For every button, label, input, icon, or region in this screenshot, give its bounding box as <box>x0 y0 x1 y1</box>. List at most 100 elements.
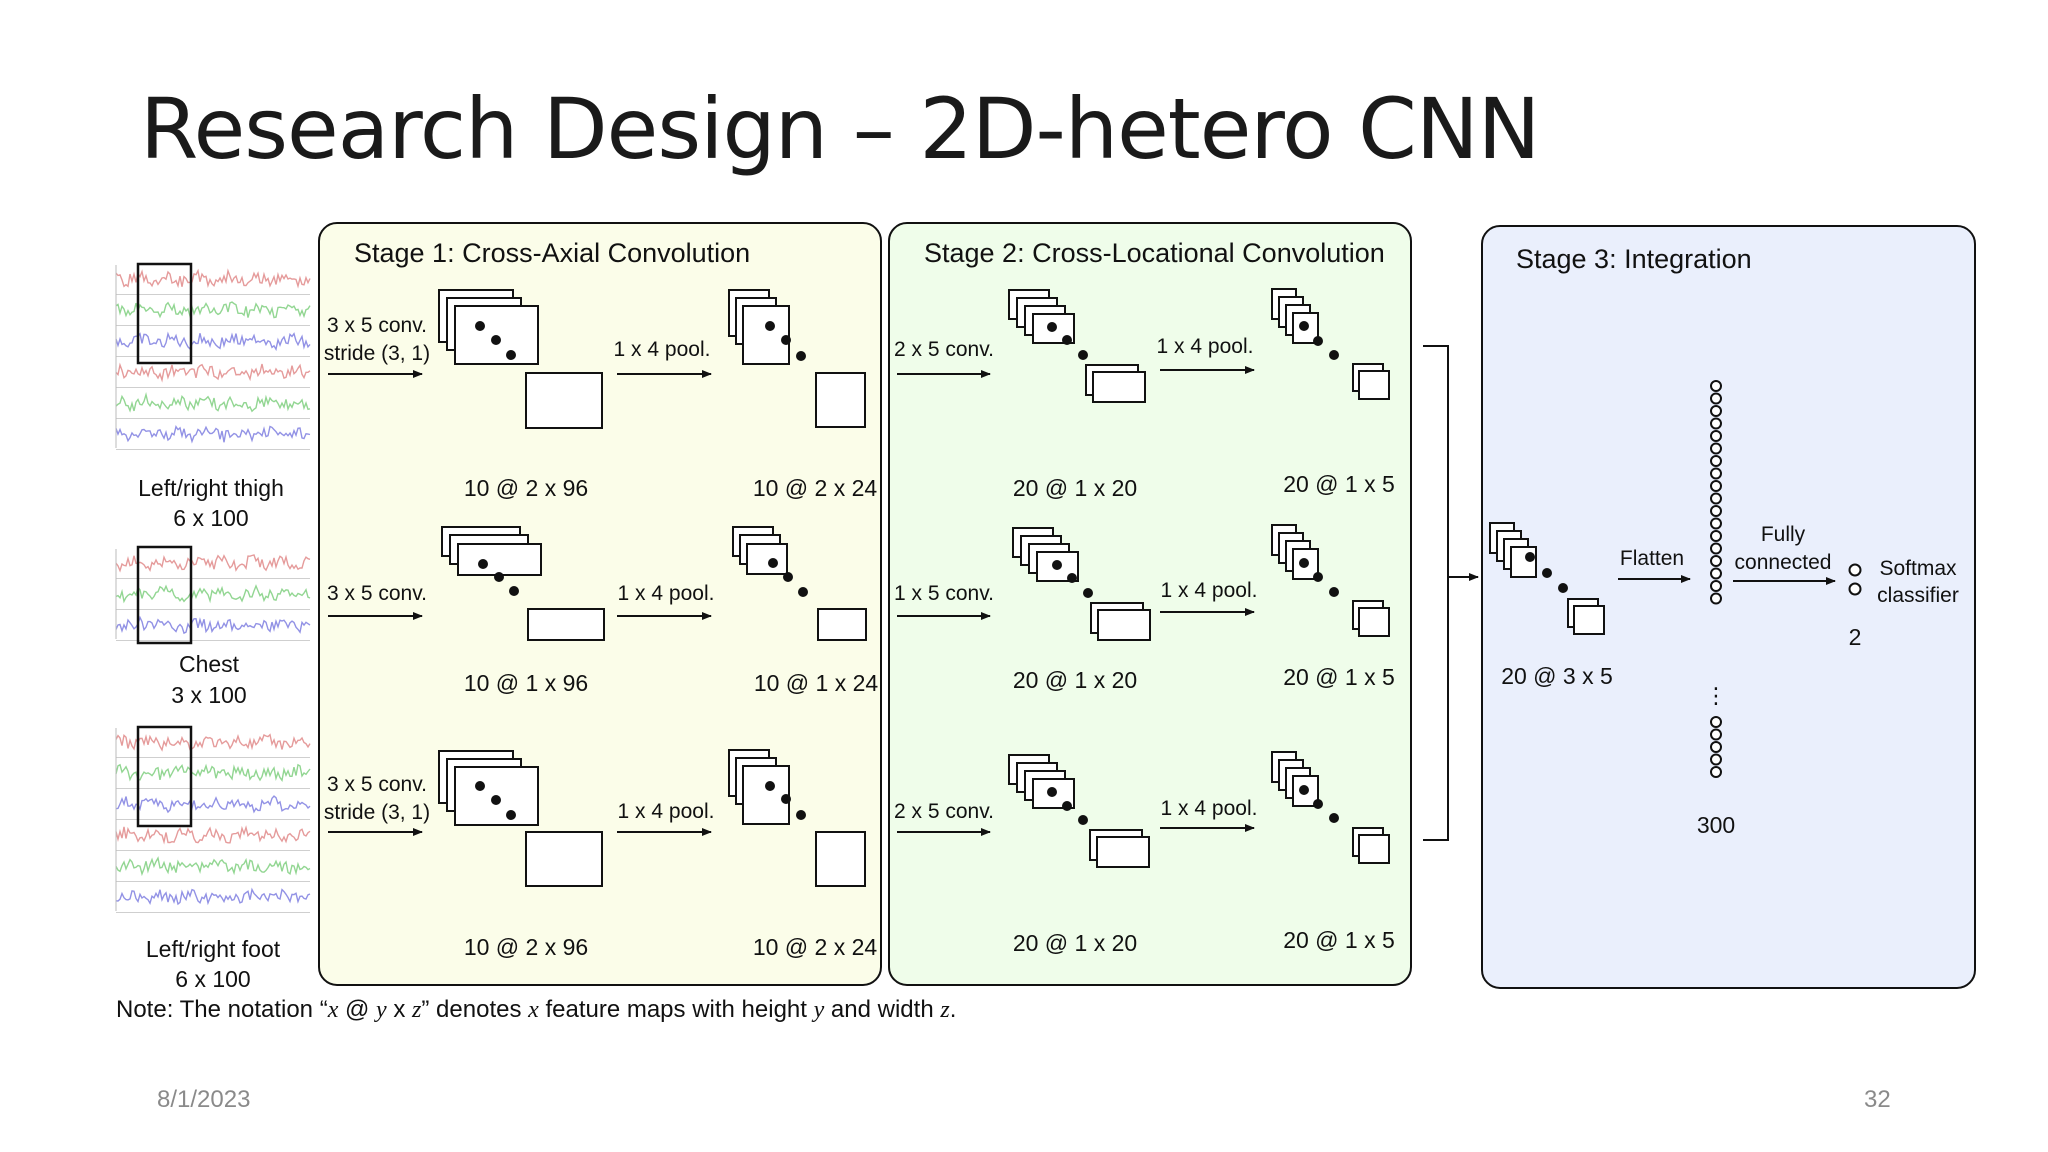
s2-row2-map2: 20 @ 1 x 5 <box>1283 664 1395 690</box>
output-neuron-2 <box>1848 582 1862 596</box>
neuron <box>1710 480 1722 492</box>
s1-row1-conv-stride: stride (3, 1) <box>324 342 430 365</box>
neuron <box>1710 753 1722 766</box>
softmax-label-line2: classifier <box>1877 584 1959 607</box>
s2-row2-conv-dots <box>1052 560 1093 598</box>
s2-row1-pool-dots <box>1299 321 1339 360</box>
s1-row3-conv-dots <box>475 781 516 820</box>
neuron <box>1710 517 1722 530</box>
s2-row3-map2: 20 @ 1 x 5 <box>1283 927 1395 953</box>
s1-row2-pool-label: 1 x 4 pool. <box>618 582 715 605</box>
neuron <box>1710 392 1722 405</box>
s2-row1-pool-feature-maps <box>1271 288 1390 400</box>
s1-row1-map2: 10 @ 2 x 24 <box>753 475 878 501</box>
thigh-kernel-window <box>136 262 193 365</box>
neuron <box>1710 766 1722 778</box>
s1-row3-pool-dots <box>765 781 806 820</box>
chest-signal-plot <box>115 549 311 641</box>
s3-map-label: 20 @ 3 x 5 <box>1501 663 1613 689</box>
s1-row2-conv-dots <box>478 559 519 596</box>
foot-signal-plot <box>115 728 311 913</box>
chest-label: Chest <box>179 651 240 677</box>
s1-row1-conv-feature-maps <box>438 289 603 429</box>
s1-row1-pool-dots <box>765 321 806 361</box>
s2-row1-conv-label: 2 x 5 conv. <box>894 338 994 361</box>
s2-row2-pool-label: 1 x 4 pool. <box>1161 579 1258 602</box>
s2-row2-pool-dots <box>1299 558 1339 597</box>
output-count: 2 <box>1849 624 1862 650</box>
s2-row1-conv-feature-maps <box>1008 289 1146 403</box>
neuron <box>1710 530 1722 542</box>
s1-row3-map2: 10 @ 2 x 24 <box>753 934 878 960</box>
s2-row2-conv-feature-maps <box>1012 527 1151 641</box>
neuron <box>1710 580 1722 592</box>
s1-row2-map2: 10 @ 1 x 24 <box>754 670 879 696</box>
stage3-panel <box>1481 225 1976 989</box>
foot-kernel-window <box>136 725 193 828</box>
s1-row1-pool-label: 1 x 4 pool. <box>614 338 711 361</box>
neuron <box>1710 567 1722 580</box>
s1-row3-conv-label: 3 x 5 conv. <box>327 773 427 796</box>
s1-row3-conv-feature-maps <box>438 750 603 887</box>
neuron <box>1710 592 1722 605</box>
s2-row1-map1: 20 @ 1 x 20 <box>1013 475 1137 501</box>
neuron <box>1710 505 1722 517</box>
s1-row2-pool-dots <box>768 558 808 597</box>
s2-row2-map1: 20 @ 1 x 20 <box>1013 667 1137 693</box>
s2-row1-conv-dots <box>1047 322 1088 360</box>
neuron <box>1710 455 1722 467</box>
s1-row1-conv-label: 3 x 5 conv. <box>327 314 427 337</box>
stage2-title: Stage 2: Cross-Locational Convolution <box>924 238 1385 268</box>
neuron <box>1710 716 1722 728</box>
neuron <box>1710 405 1722 417</box>
neuron <box>1710 417 1722 430</box>
s2-row3-conv-dots <box>1047 787 1088 825</box>
neuron <box>1710 741 1722 753</box>
neuron-count: 300 <box>1697 812 1735 838</box>
neuron <box>1710 380 1722 392</box>
s1-row3-pool-feature-maps <box>728 749 866 887</box>
stage1-title: Stage 1: Cross-Axial Convolution <box>354 238 750 268</box>
merge-bracket <box>1423 345 1449 841</box>
thigh-signal-plot <box>115 265 311 450</box>
chest-kernel-window <box>136 545 193 645</box>
s2-row2-pool-feature-maps <box>1271 524 1390 637</box>
thigh-dims: 6 x 100 <box>173 505 248 531</box>
s3-feature-maps <box>1489 522 1605 635</box>
foot-label: Left/right foot <box>146 936 281 962</box>
stage3-title: Stage 3: Integration <box>1516 244 1752 274</box>
thigh-label: Left/right thigh <box>138 475 284 501</box>
s1-row1-pool-feature-maps <box>728 289 866 428</box>
s2-row3-pool-label: 1 x 4 pool. <box>1161 797 1258 820</box>
s1-row3-map1: 10 @ 2 x 96 <box>464 934 588 960</box>
s1-row1-map1: 10 @ 2 x 96 <box>464 475 588 501</box>
s1-row2-conv-label: 3 x 5 conv. <box>327 582 427 605</box>
fully-connected-neurons <box>1710 380 1722 778</box>
slide-title: Research Design – 2D-hetero CNN <box>140 80 1541 178</box>
neuron <box>1710 728 1722 741</box>
s2-row3-conv-feature-maps <box>1008 754 1150 868</box>
s3-feature-map-dots <box>1525 552 1568 593</box>
s1-row2-pool-feature-maps <box>732 526 867 641</box>
chest-dims: 3 x 100 <box>171 682 246 708</box>
notation-note: Note: The notation “x @ y x z” denotes x… <box>116 996 957 1023</box>
s1-row2-map1: 10 @ 1 x 96 <box>464 670 588 696</box>
s2-row3-pool-dots <box>1299 785 1339 823</box>
slide-date: 8/1/2023 <box>157 1086 251 1113</box>
s2-row1-pool-label: 1 x 4 pool. <box>1157 335 1254 358</box>
slide-page-number: 32 <box>1864 1086 1891 1113</box>
neuron <box>1710 542 1722 555</box>
softmax-label-line1: Softmax <box>1879 557 1957 580</box>
flatten-label: Flatten <box>1620 547 1684 570</box>
neuron <box>1710 442 1722 455</box>
output-neuron-1 <box>1848 563 1862 577</box>
s1-row3-pool-label: 1 x 4 pool. <box>618 800 715 823</box>
neuron <box>1710 555 1722 567</box>
fc-label-line2: connected <box>1735 551 1832 574</box>
foot-dims: 6 x 100 <box>175 966 250 992</box>
s2-row3-pool-feature-maps <box>1271 751 1390 864</box>
s1-row3-conv-stride: stride (3, 1) <box>324 801 430 824</box>
s1-row2-conv-feature-maps <box>441 526 605 641</box>
s2-row3-map1: 20 @ 1 x 20 <box>1013 930 1137 956</box>
